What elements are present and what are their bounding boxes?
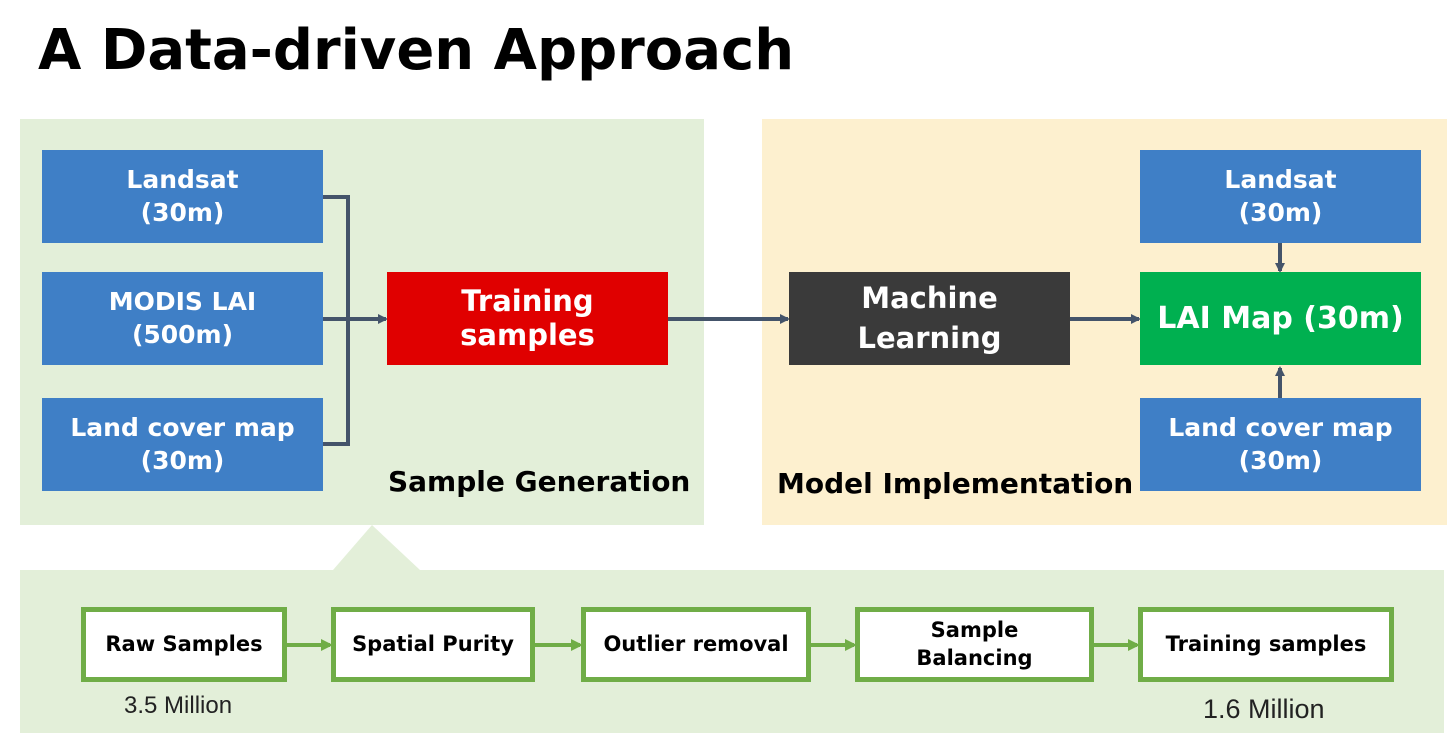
landsat-model-input-box: Landsat (30m) [1140, 150, 1421, 243]
land-cover-model-input-box: Land cover map (30m) [1140, 398, 1421, 491]
step-outlier-removal: Outlier removal [581, 607, 811, 682]
model-implementation-label: Model Implementation [777, 467, 1134, 500]
training-samples-box: Training samples [387, 272, 668, 365]
lai-map-box: LAI Map (30m) [1140, 272, 1421, 365]
callout-pointer [333, 525, 420, 570]
end-count: 1.6 Million [1203, 694, 1325, 724]
machine-learning-box: Machine Learning [789, 272, 1070, 365]
land-cover-input-box: Land cover map (30m) [42, 398, 323, 491]
modis-lai-input-box: MODIS LAI (500m) [42, 272, 323, 365]
step-sample-balancing: Sample Balancing [855, 607, 1094, 682]
sample-generation-label: Sample Generation [388, 465, 691, 498]
start-count: 3.5 Million [124, 692, 233, 719]
landsat-input-box: Landsat (30m) [42, 150, 323, 243]
step-raw-samples: Raw Samples [81, 607, 287, 682]
step-training-samples: Training samples [1138, 607, 1394, 682]
merge-bracket [323, 195, 350, 446]
step-spatial-purity: Spatial Purity [331, 607, 535, 682]
page-title: A Data-driven Approach [38, 18, 795, 83]
